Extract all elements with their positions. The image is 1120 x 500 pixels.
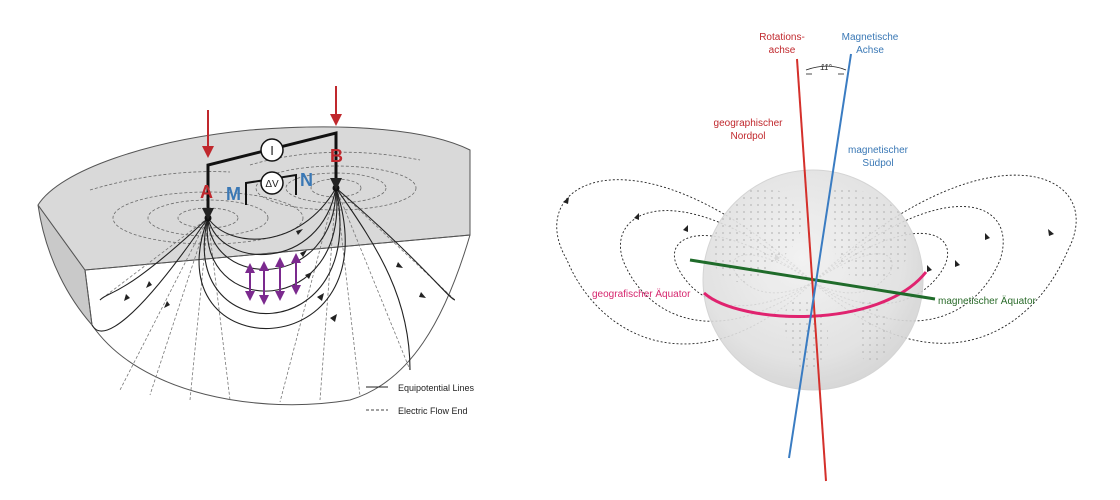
legend-equipotential: Equipotential Lines — [398, 383, 475, 393]
electrode-a-point — [204, 214, 212, 222]
ammeter — [260, 138, 284, 162]
rotation-axis-line — [796, 58, 827, 482]
mag-equator-label: magnetischer Äquator — [938, 295, 1037, 307]
magnetic-axis-label-2: Achse — [856, 45, 884, 56]
label-electrode-m: M — [226, 184, 241, 204]
geo-north-label-2: Nordpol — [730, 131, 765, 142]
earth-surface — [37, 126, 471, 271]
legend-flow: Electric Flow End — [398, 406, 468, 416]
current-arrowheads — [124, 229, 426, 322]
field-arrows — [245, 253, 301, 305]
mag-south-label-1: magnetischer — [848, 145, 909, 156]
mag-south-label-2: Südpol — [862, 158, 893, 169]
label-electrode-a: A — [200, 182, 213, 202]
current-lines — [91, 187, 456, 371]
voltage-symbol: ΔV — [265, 179, 279, 190]
rotation-axis-label-2: achse — [769, 45, 796, 56]
geo-equator-label: geografischer Äquator — [592, 288, 691, 300]
magnetic-axis-line — [788, 53, 852, 459]
rotation-axis-label-1: Rotations- — [759, 32, 805, 43]
legend: Equipotential Lines Electric Flow End — [366, 383, 475, 416]
label-electrode-n: N — [300, 170, 313, 190]
geomagnetic-diagram: 11° Rotations- achse Magnetische Achse g… — [556, 32, 1077, 482]
electrode-b-point — [332, 184, 340, 192]
geo-north-label-1: geographischer — [714, 118, 784, 129]
magnetic-axis-label-1: Magnetische — [842, 32, 899, 43]
angle-label: 11° — [820, 63, 832, 72]
resistivity-diagram: I ΔV A B M N Equipotential Lines Electri… — [37, 86, 475, 416]
label-electrode-b: B — [330, 146, 343, 166]
angle-arc — [805, 65, 847, 71]
current-symbol: I — [270, 143, 274, 158]
surface-equipotentials — [89, 151, 421, 245]
voltmeter — [260, 171, 284, 195]
